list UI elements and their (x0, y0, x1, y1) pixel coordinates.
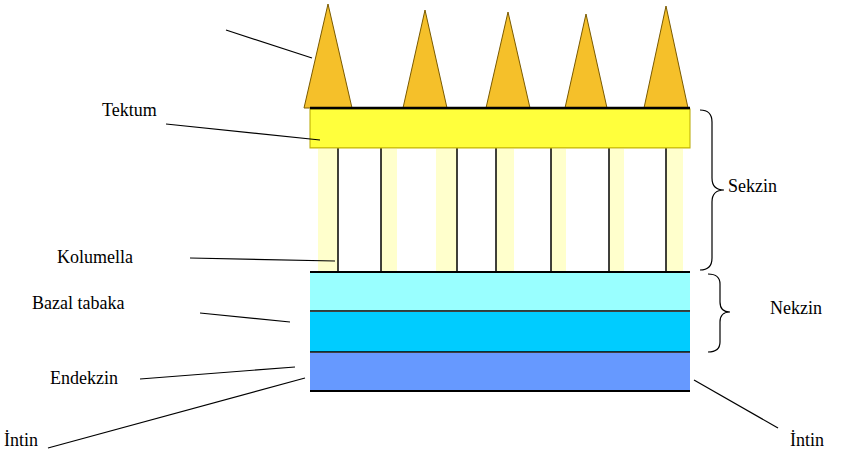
layer-borders (310, 272, 690, 391)
part-label: Bazal tabaka (32, 293, 124, 313)
part-label: Endekzin (50, 368, 118, 388)
nexine-bracket (708, 274, 730, 352)
basal-layer-upper (310, 273, 690, 311)
tectum-layer (310, 109, 690, 148)
spines (304, 4, 688, 108)
sexine-bracket (700, 110, 724, 270)
columella-shading (318, 149, 683, 271)
part-label: Tektum (102, 100, 157, 120)
columellae (338, 148, 666, 272)
leader-lines (48, 30, 778, 448)
part-label: İntin (4, 430, 38, 450)
part-label: Kolumella (57, 247, 133, 267)
part-label: Sekzin (728, 176, 777, 196)
endexine-layer (310, 353, 690, 391)
columella-layer (310, 148, 690, 272)
part-label: İntin (790, 430, 824, 450)
basal-layer-lower (310, 312, 690, 352)
part-label: Nekzin (770, 298, 822, 318)
